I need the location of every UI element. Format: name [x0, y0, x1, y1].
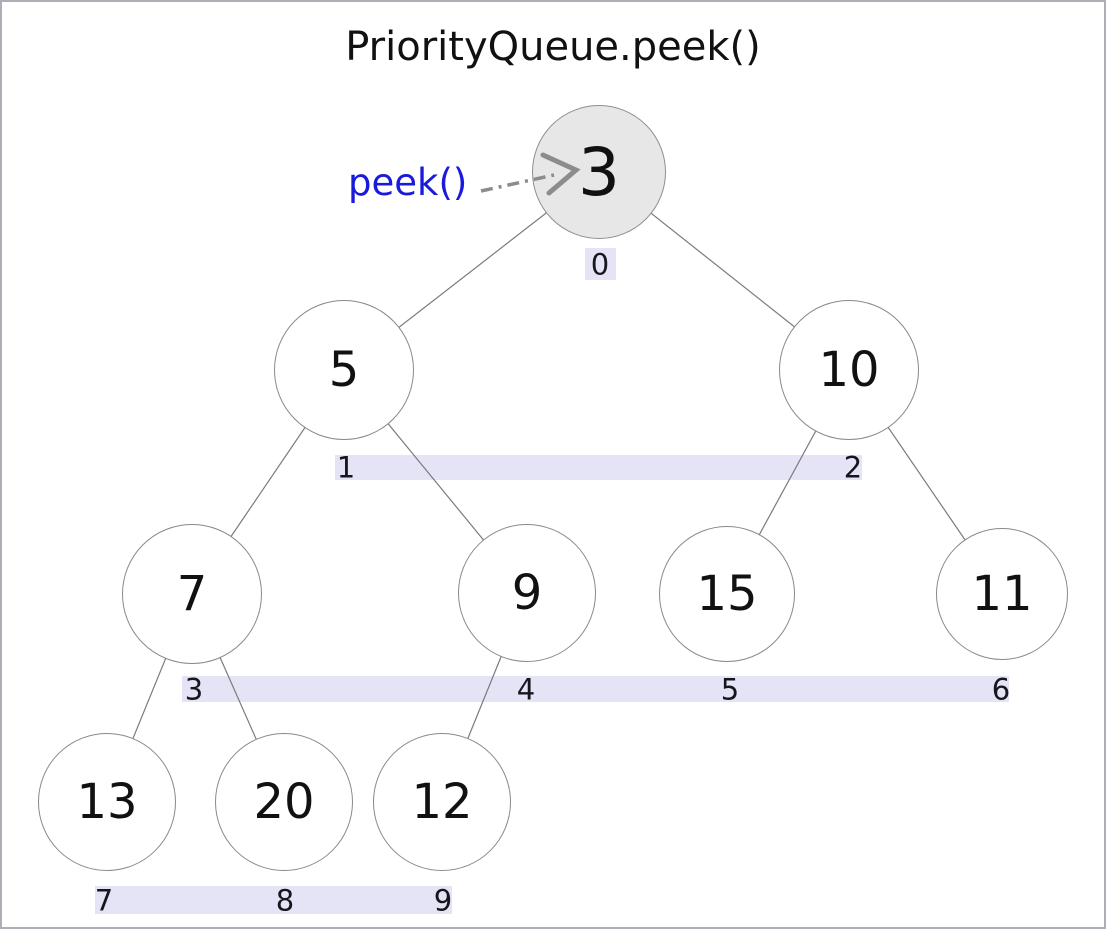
array-index-label-0: 0 [590, 247, 610, 282]
heap-node-1: 5 [274, 300, 414, 440]
heap-node-7: 13 [38, 733, 176, 871]
array-index-label-8: 8 [275, 883, 295, 918]
array-index-label-1: 1 [336, 450, 356, 485]
peek-annotation-label: peek() [348, 161, 468, 204]
index-strip-level-1 [335, 455, 862, 480]
heap-node-4: 9 [458, 524, 596, 662]
array-index-label-9: 9 [433, 883, 453, 918]
heap-node-root: 3 [532, 105, 666, 239]
index-strip-level-3 [95, 886, 452, 914]
figure-title: PriorityQueue.peek() [345, 24, 761, 70]
heap-node-2: 10 [779, 300, 919, 440]
heap-node-3: 7 [122, 524, 262, 664]
array-index-label-7: 7 [94, 883, 114, 918]
heap-node-6: 11 [936, 528, 1068, 660]
array-index-label-5: 5 [720, 672, 740, 707]
array-index-label-2: 2 [843, 450, 863, 485]
heap-node-9: 12 [373, 733, 511, 871]
array-index-label-3: 3 [184, 672, 204, 707]
array-index-label-6: 6 [991, 672, 1011, 707]
index-strip-level-2 [182, 676, 1009, 702]
array-index-label-4: 4 [516, 672, 536, 707]
heap-node-8: 20 [215, 733, 353, 871]
heap-node-5: 15 [659, 526, 795, 662]
